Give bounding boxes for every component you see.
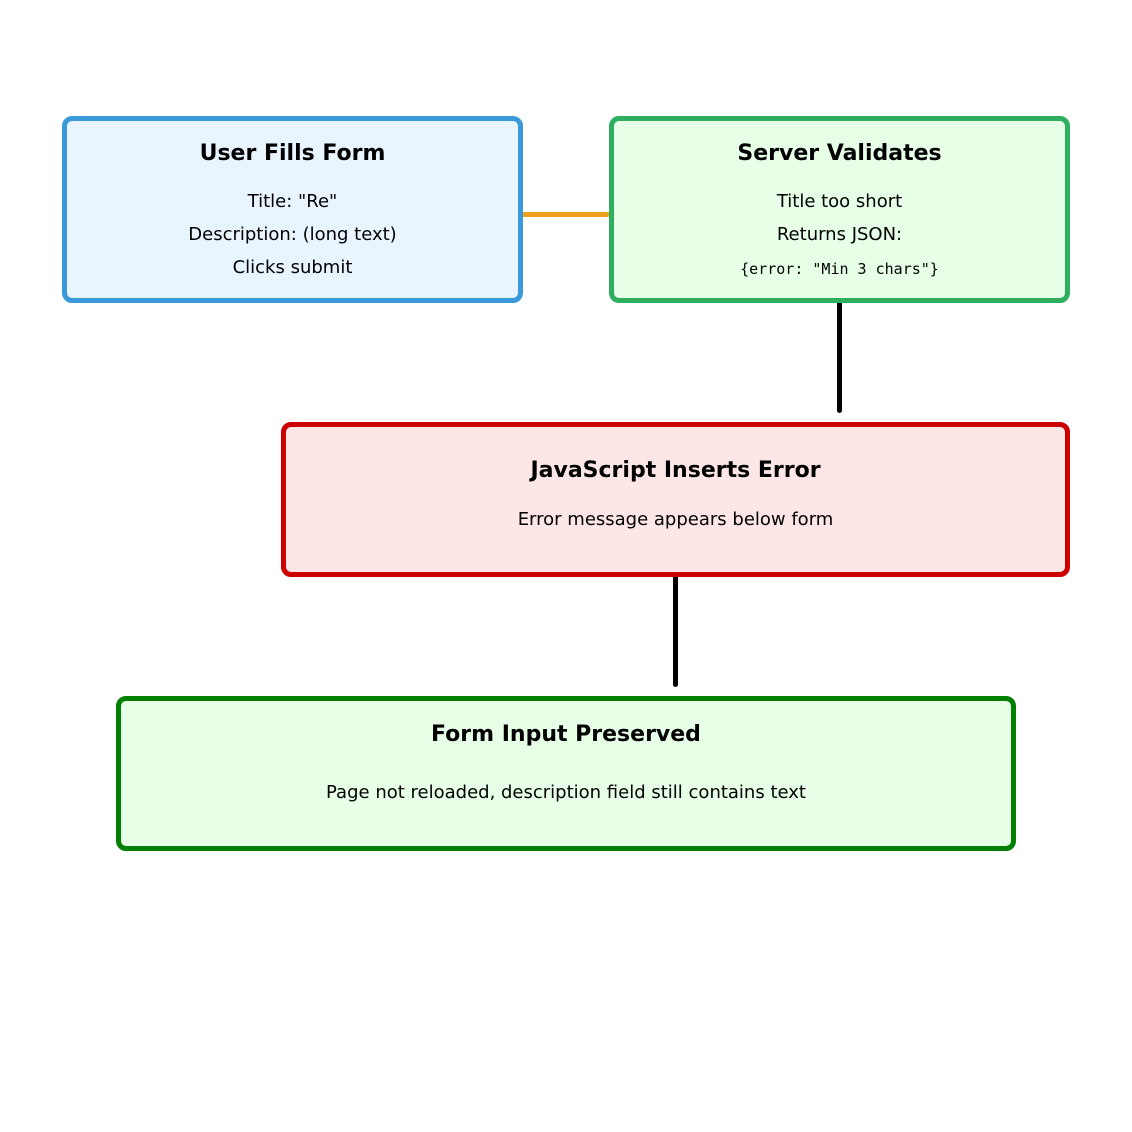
node-server-validates: Server Validates Title too short Returns… xyxy=(609,116,1070,303)
connector-user-to-server xyxy=(515,212,610,217)
node-form-input-preserved: Form Input Preserved Page not reloaded, … xyxy=(116,696,1016,851)
node-title: Server Validates xyxy=(737,141,942,166)
node-text-line: Error message appears below form xyxy=(517,509,834,530)
connector-server-to-javascript xyxy=(837,296,842,413)
node-text-line: Title too short xyxy=(776,191,903,212)
node-title: User Fills Form xyxy=(199,141,386,166)
node-title: Form Input Preserved xyxy=(431,722,701,747)
node-user-fills-form: User Fills Form Title: "Re" Description:… xyxy=(62,116,523,303)
node-title: JavaScript Inserts Error xyxy=(530,458,821,483)
node-javascript-inserts-error: JavaScript Inserts Error Error message a… xyxy=(281,422,1070,577)
node-text-line: Returns JSON: xyxy=(776,224,903,245)
node-text-line: Description: (long text) xyxy=(188,224,397,245)
connector-javascript-to-preserved xyxy=(673,570,678,687)
node-text-line: Title: "Re" xyxy=(247,191,338,212)
node-text-line: Page not reloaded, description field sti… xyxy=(326,782,806,803)
node-text-line: Clicks submit xyxy=(232,257,353,278)
node-code-line: {error: "Min 3 chars"} xyxy=(740,260,939,278)
